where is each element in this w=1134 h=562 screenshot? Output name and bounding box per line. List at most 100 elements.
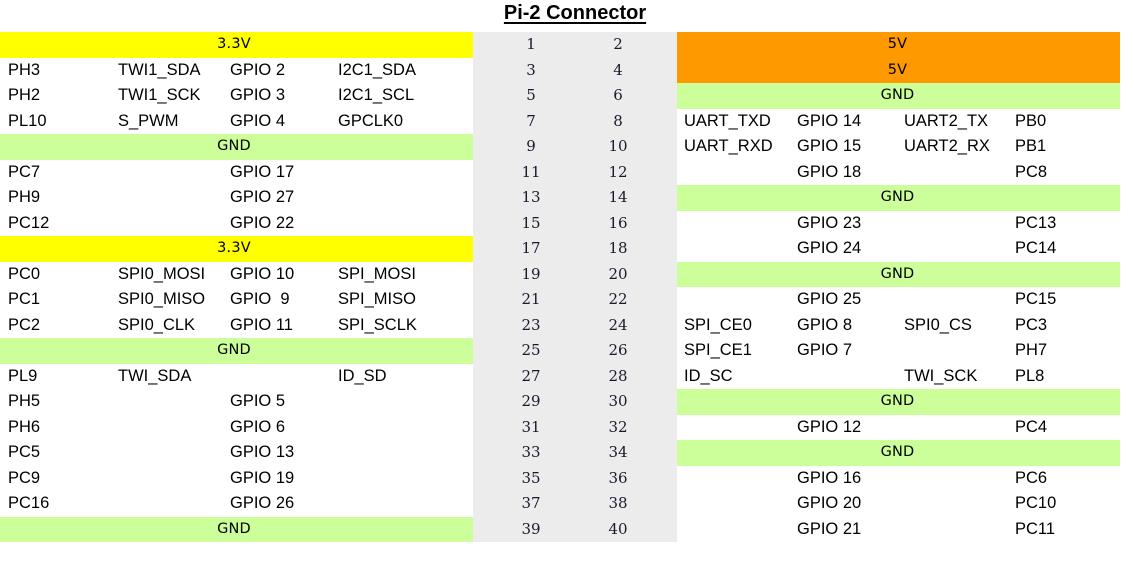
- signal-cell-col3: GPIO 19: [230, 468, 295, 487]
- signal-cell-col4: PL8: [1015, 366, 1045, 385]
- signal-cell-col3: GPIO 5: [230, 392, 286, 410]
- signal-row: GPIO 24 PC14: [677, 236, 1120, 262]
- signal-cell-col3: GPIO 13: [230, 443, 295, 461]
- signal-cell-col3: GPIO 9: [230, 290, 290, 308]
- signal-cell-col1: PL10: [8, 111, 47, 130]
- pin-number-odd: 27: [521, 366, 541, 385]
- signal-cell-col2: GPIO 24: [797, 239, 862, 257]
- pin-number-even: 16: [608, 213, 628, 232]
- ground-row: GND: [0, 516, 473, 542]
- pin-pair-row: 21 22: [473, 287, 677, 313]
- pin-number-odd: 1: [526, 35, 536, 53]
- ground-label: GND: [217, 520, 251, 537]
- signal-cell-col1: PC1: [8, 290, 41, 308]
- signal-cell-col3: GPIO 22: [230, 213, 295, 232]
- signal-cell-col3: GPIO 2: [230, 60, 286, 79]
- pin-number-even: 8: [613, 111, 623, 130]
- signal-row: GPIO 25 PC15: [677, 287, 1120, 313]
- pin-number-even: 2: [613, 35, 623, 53]
- ground-label: GND: [217, 342, 251, 358]
- pin-number-odd: 5: [526, 86, 536, 104]
- power-row-3v3: 3.3V: [0, 32, 473, 58]
- signal-cell-col1: PC7: [8, 162, 41, 181]
- pin-number-even: 22: [608, 290, 628, 308]
- pin-number-odd: 31: [521, 417, 541, 436]
- signal-cell-col4: PC3: [1015, 315, 1048, 334]
- pin-number-even: 24: [608, 315, 628, 334]
- signal-cell-col4: PC4: [1015, 417, 1048, 436]
- ground-label: GND: [880, 87, 915, 103]
- pin-number-odd: 15: [521, 213, 541, 232]
- signal-cell-col1: ID_SC: [684, 366, 733, 385]
- signal-cell-col4: I2C1_SDA: [338, 60, 416, 79]
- signal-cell-col2: TWI1_SCK: [118, 86, 201, 104]
- power-row-3v3: 3.3V: [0, 236, 473, 262]
- signal-cell-col3: SPI0_CS: [904, 315, 972, 334]
- pin-number-odd: 21: [521, 290, 541, 308]
- signal-row: PC7 GPIO 17: [0, 159, 473, 185]
- signal-cell-col2: GPIO 25: [797, 290, 862, 308]
- signal-cell-col1: UART_RXD: [684, 137, 773, 155]
- signal-cell-col2: GPIO 20: [797, 494, 862, 512]
- ground-row: GND: [0, 134, 473, 160]
- ground-row: GND: [677, 185, 1120, 211]
- signal-cell-col3: GPIO 6: [230, 417, 286, 436]
- signal-cell-col3: GPIO 27: [230, 188, 295, 206]
- signal-row: PC5 GPIO 13: [0, 440, 473, 466]
- signal-cell-col3: GPIO 11: [230, 315, 293, 334]
- signal-cell-col1: UART_TXD: [684, 111, 771, 130]
- signal-cell-col4: SPI_MOSI: [338, 264, 416, 283]
- signal-cell-col4: PC13: [1015, 213, 1057, 232]
- power-label-5v: 5V: [887, 36, 908, 52]
- signal-cell-col2: GPIO 12: [797, 417, 862, 436]
- pin-number-even: 30: [608, 392, 628, 410]
- pin-number-even: 20: [608, 264, 628, 283]
- pin-number-even: 28: [608, 366, 628, 385]
- ground-row: GND: [677, 440, 1120, 466]
- signal-cell-col2: SPI0_MOSI: [118, 264, 206, 283]
- signal-cell-col4: PC15: [1015, 290, 1057, 308]
- signal-cell-col1: PC2: [8, 315, 41, 334]
- ground-label: GND: [217, 138, 251, 154]
- pin-number-odd: 39: [521, 519, 541, 538]
- signal-cell-col4: PB0: [1015, 111, 1047, 130]
- signal-cell-col4: PC14: [1015, 239, 1057, 257]
- signal-cell-col2: GPIO 8: [797, 315, 853, 334]
- ground-label: GND: [880, 265, 915, 282]
- signal-cell-col3: UART2_RX: [904, 137, 990, 155]
- pin-number-odd: 9: [526, 137, 536, 155]
- pin-number-even: 12: [608, 162, 628, 181]
- pin-number-even: 34: [608, 443, 628, 461]
- signal-cell-col4: GPCLK0: [338, 111, 404, 130]
- signal-cell-col2: SPI0_MISO: [118, 290, 206, 308]
- signal-cell-col3: GPIO 17: [230, 162, 295, 181]
- signal-cell-col1: PC5: [8, 443, 41, 461]
- power-label-3v3: 3.3V: [217, 240, 251, 256]
- signal-cell-col4: I2C1_SCL: [338, 86, 415, 104]
- pin-number-odd: 25: [521, 341, 541, 359]
- signal-cell-col2: GPIO 16: [797, 468, 862, 487]
- ground-row: GND: [677, 389, 1120, 415]
- pin-number-odd: 35: [521, 468, 541, 487]
- signal-cell-col2: TWI_SDA: [118, 366, 192, 385]
- pin-number-odd: 23: [521, 315, 541, 334]
- pin-number-even: 4: [613, 60, 623, 79]
